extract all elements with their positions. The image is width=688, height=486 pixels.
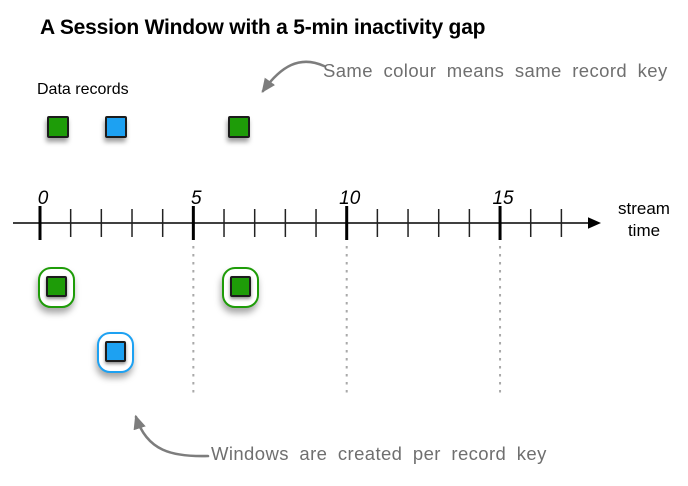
stream-time-label-line2: time [627,221,661,240]
record-square-green [228,116,250,138]
data-records-label: Data records [37,81,129,98]
axis-tick-label: 10 [339,188,361,209]
record-square-blue [105,116,127,138]
record-square-blue [104,340,126,362]
stream-time-label: stream time [606,198,682,242]
record-square-green [45,275,67,297]
session-window-green [222,267,259,308]
axis-tick-label: 15 [492,188,514,209]
axis-tick-label: 5 [191,188,202,209]
record-square-green [229,275,251,297]
axis-tick-label: 0 [38,188,49,209]
annotation-windows-per-key: Windows are created per record key [211,443,547,464]
axis-arrowhead-icon [588,217,601,229]
curved-arrow-bottom-icon [133,414,210,458]
page-title: A Session Window with a 5-min inactivity… [40,16,486,39]
record-square-green [47,116,69,138]
session-window-green [38,267,75,308]
curved-arrow-top-icon [261,60,326,93]
stream-time-label-line1: stream [618,199,670,218]
annotation-same-colour: Same colour means same record key [323,60,668,81]
session-window-blue [97,332,134,373]
